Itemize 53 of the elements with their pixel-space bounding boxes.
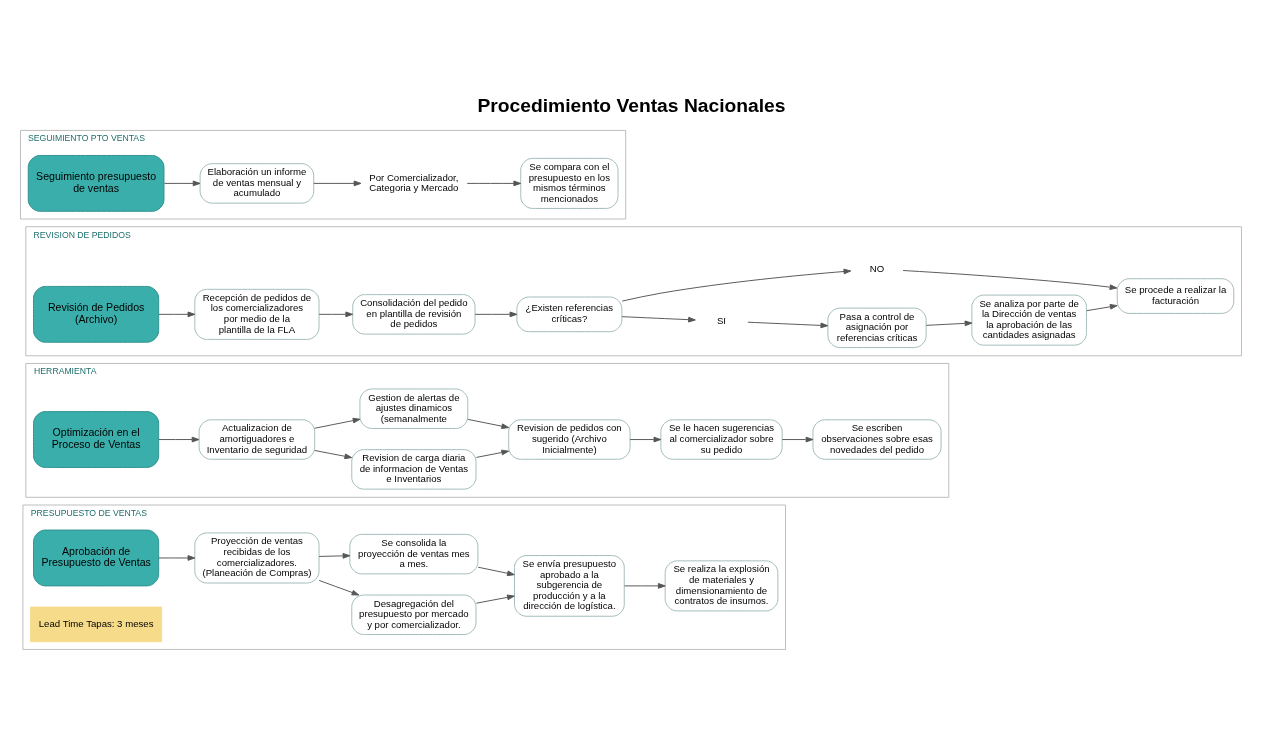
node-text: Por Comercializador, Categoria y Mercado [369,171,459,194]
arrow [629,436,662,443]
node-text: SI [716,314,727,326]
node-box: Revision de carga diaria de informacion de Ventas e Inventarios [351,449,477,490]
node-box: Actualizacion de amortiguadores e Inventario de seguridad [198,419,316,460]
arrow [318,579,360,596]
node-box: Elaboración un informe de ventas mensual y acumulado [199,163,315,204]
node-box: Se envía presupuesto aprobado a la subgerencia de producción y a la dirección de logística. [514,555,625,617]
arrow [1086,303,1118,312]
node-box: Desagregación del presupuesto por mercado y por comercializador. [351,594,477,635]
node-box: Se compara con el presupuesto en los mismos términos mencionados [520,157,619,209]
node-box: ¿Existen referencias críticas? [516,296,623,333]
arrow [621,316,696,323]
node-box: Consolidación del pedido en plantilla de revisión de pedidos [352,294,476,335]
node-box: Proyección de ventas recibidas de los comercializadores. (Planeación de Compras) [194,532,320,584]
node-box: Se consolida la proyección de ventas mes a mes. [349,533,479,575]
arrow [475,594,515,604]
node-box: Optimización en el Proceso de Ventas [33,411,160,468]
node-box: Seguimiento presupuesto de ventas [27,155,165,212]
arrow [467,418,510,429]
node-box: Se escriben observaciones sobre esas novedades del pedido [812,419,942,460]
node-box: Recepción de pedidos de los comercializadores por medio de la plantilla de la FLA [194,288,320,340]
arrow [466,180,522,187]
arrow [902,270,1118,290]
arrow [781,436,814,443]
node-box: Lead Time Tapas: 3 meses [30,606,163,643]
node-box: Pasa a control de asignación por referencias críticas [827,307,927,349]
node-box: Revisión de Pedidos (Archivo) [33,285,160,343]
arrow [477,566,515,577]
arrow [318,553,351,559]
diagram-title: Procedimiento Ventas Nacionales [477,95,786,117]
arrow [475,449,510,458]
arrow [318,311,354,318]
arrow [621,268,852,302]
arrow [163,180,201,187]
arrow [158,436,200,443]
arrow [474,311,518,318]
node-box: Gestion de alertas de ajustes dinamicos (semanalmente [359,388,469,429]
arrow [624,583,666,589]
node-box: Se le hacen sugerencias al comercializador sobre su pedido [660,419,783,460]
node-box: Se realiza la explosión de materiales y dimensionamiento de contratos de insumos. [664,560,779,612]
arrow [314,417,361,429]
node-box: Se analiza por parte de la Dirección de ventas la aprobación de las cantidades asignadas [971,294,1087,346]
arrow [158,555,196,561]
node-text: NO [869,262,885,274]
node-box: Se procede a realizar la facturación [1116,278,1235,314]
arrow [158,311,196,318]
arrow [747,321,829,329]
arrow [313,180,362,187]
arrow [925,320,973,327]
node-box: Revision de pedidos con sugerido (Archivo Inicialmente) [508,419,631,460]
node-box: Aprobación de Presupuesto de Ventas [33,529,160,587]
arrow [314,450,353,460]
